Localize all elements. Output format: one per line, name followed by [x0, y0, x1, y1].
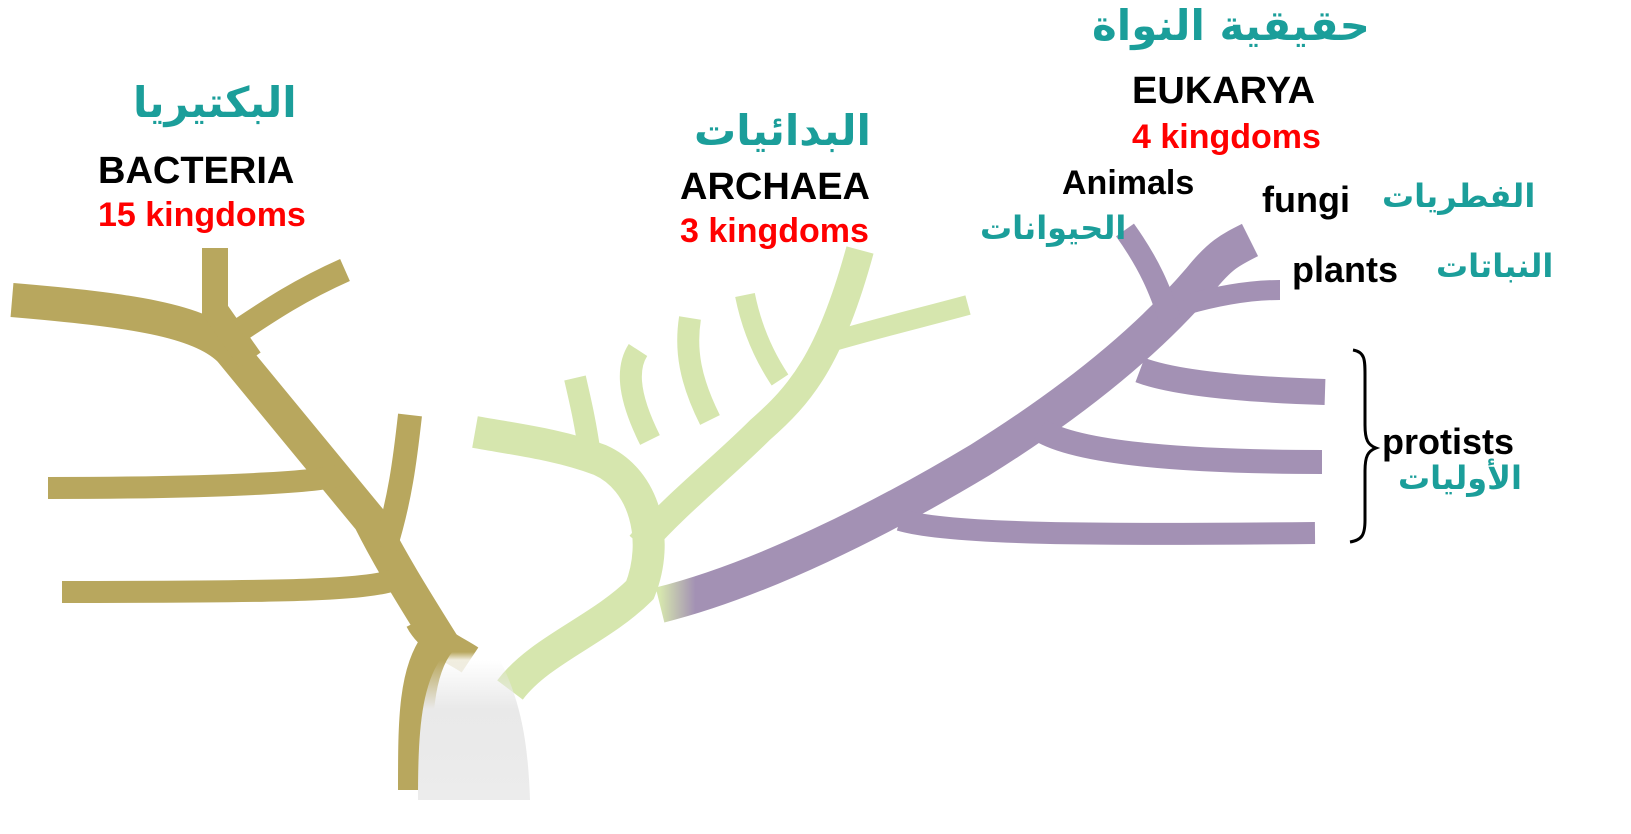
bacteria-branch — [12, 248, 470, 790]
protists-label: protists — [1382, 424, 1514, 460]
archaea-arabic-label: البدائيات — [694, 110, 871, 152]
archaea-kingdoms-count: 3 kingdoms — [680, 214, 869, 248]
protists-arabic-label: الأوليات — [1398, 462, 1522, 494]
fungi-arabic-label: الفطريات — [1382, 180, 1535, 212]
fungi-label: fungi — [1262, 182, 1350, 218]
bacteria-label: BACTERIA — [98, 152, 294, 190]
eukarya-arabic-label: حقيقية النواة — [1092, 5, 1370, 47]
archaea-label: ARCHAEA — [680, 168, 870, 206]
archaea-branch — [475, 250, 968, 690]
bacteria-arabic-label: البكتيريا — [133, 82, 297, 124]
animals-label: Animals — [1062, 166, 1194, 200]
eukarya-kingdoms-count: 4 kingdoms — [1132, 120, 1321, 154]
animals-arabic-label: الحيوانات — [980, 212, 1126, 244]
protists-brace — [1350, 350, 1376, 542]
eukarya-label: EUKARYA — [1132, 72, 1315, 110]
plants-label: plants — [1292, 252, 1398, 288]
plants-arabic-label: النباتات — [1436, 250, 1553, 282]
bacteria-kingdoms-count: 15 kingdoms — [98, 198, 306, 232]
